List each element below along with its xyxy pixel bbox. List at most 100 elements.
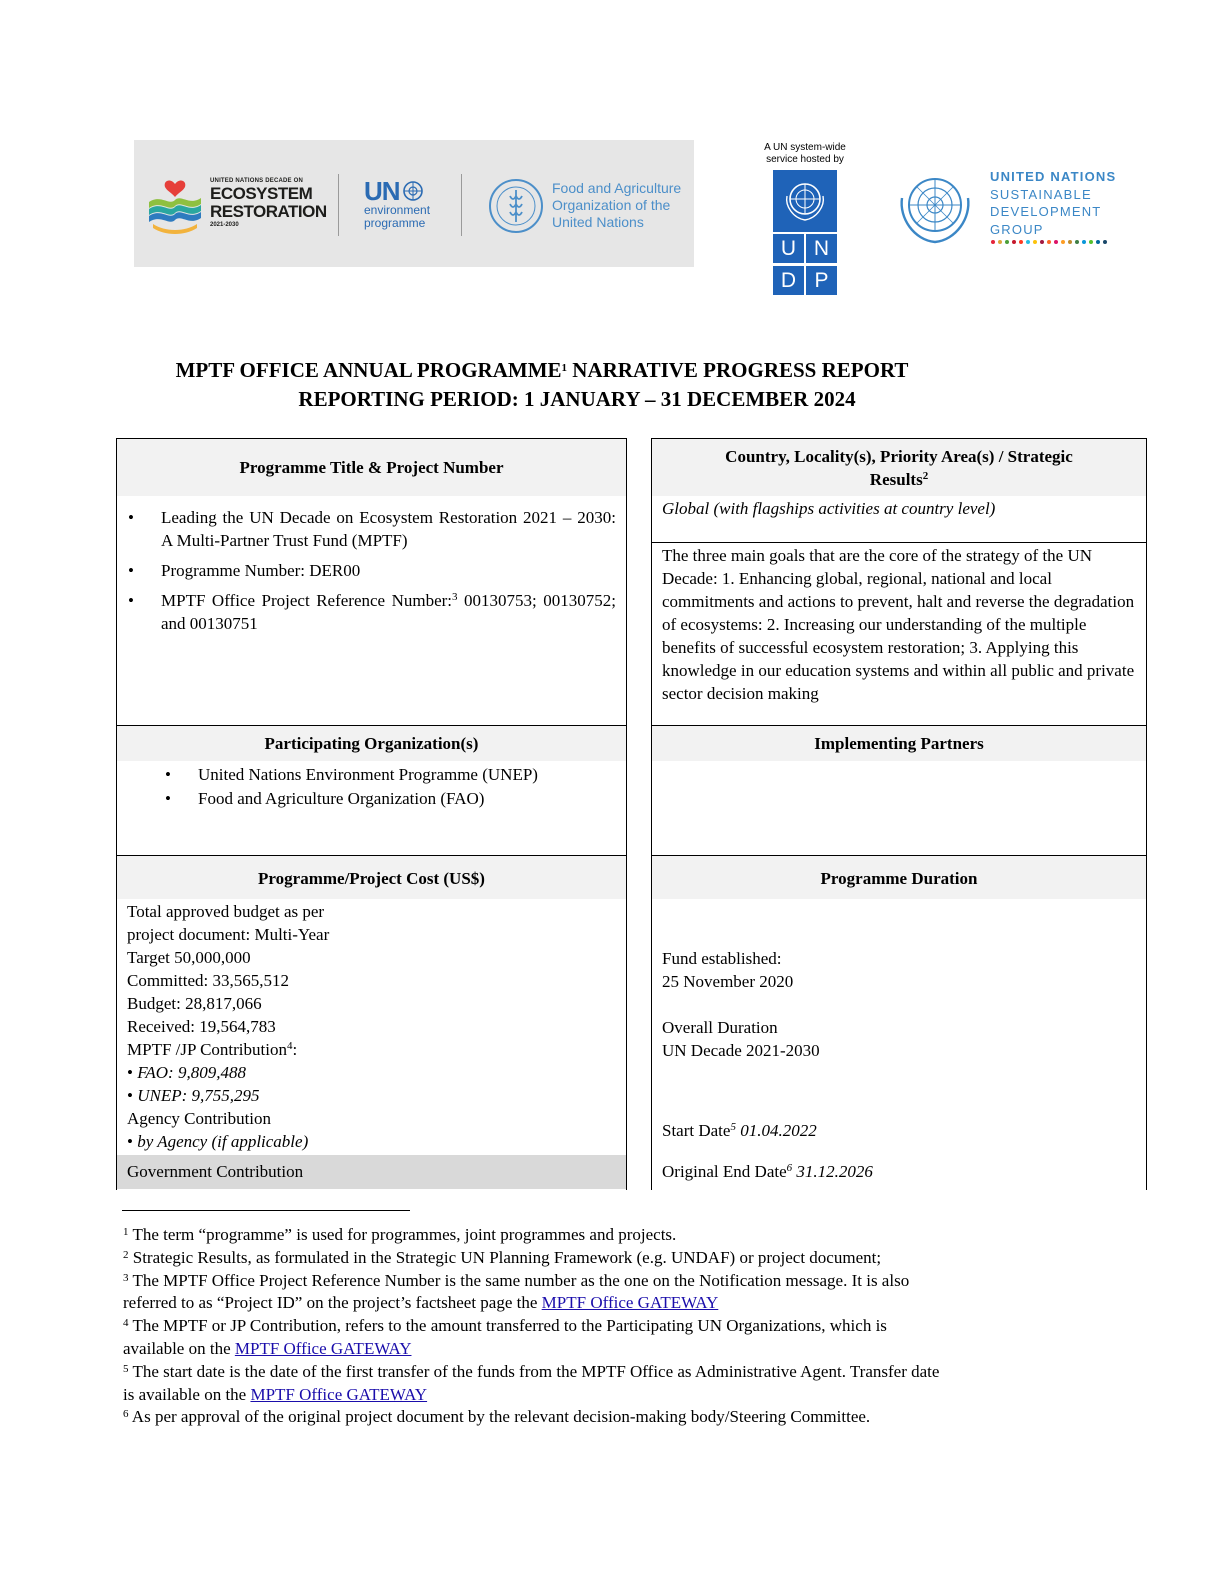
undp-caption-line2: service hosted by	[766, 154, 844, 165]
end-date-label: Original End Date	[662, 1162, 787, 1181]
un-emblem-icon	[900, 178, 970, 244]
programme-title-value: Leading the UN Decade on Ecosystem Resto…	[161, 508, 616, 550]
report-title-text: MPTF OFFICE ANNUAL PROGRAMME	[175, 358, 562, 382]
footnote-ref[interactable]: 2	[922, 470, 929, 482]
end-date-row: Original End Date6 31.12.2026	[662, 1160, 1142, 1183]
report-title-line1: MPTF OFFICE ANNUAL PROGRAMME1 NARRATIVE …	[0, 356, 1084, 385]
list-item: •Leading the UN Decade on Ecosystem Rest…	[128, 508, 616, 550]
undp-caption-line1: A UN system-wide	[764, 142, 846, 153]
footnote-text: referred to as “Project ID” on the proje…	[123, 1293, 542, 1313]
footnote-ref[interactable]: 4	[286, 1040, 293, 1052]
ecosystem-logo-line2: ECOSYSTEM	[210, 184, 313, 203]
sdg-dot	[1026, 240, 1030, 244]
report-title-line2: REPORTING PERIOD: 1 JANUARY – 31 DECEMBE…	[0, 385, 1154, 414]
footnote-text: The MPTF Office Project Reference Number…	[128, 1270, 910, 1290]
country-header-line1: Country, Locality(s), Priority Area(s) /…	[725, 447, 1073, 466]
footnote-text: As per approval of the original project …	[128, 1407, 871, 1427]
start-date-row: Start Date5 01.04.2022	[662, 1119, 1142, 1142]
cost-by-agency: • by Agency (if applicable)	[127, 1132, 309, 1151]
programme-duration-details: Fund established: 25 November 2020 Overa…	[662, 947, 1142, 1062]
logo-divider	[338, 174, 339, 236]
row-divider	[652, 855, 1146, 856]
mptf-gateway-link[interactable]: MPTF Office GATEWAY	[234, 1338, 412, 1358]
sdg-dot	[1103, 240, 1107, 244]
fund-established-label: Fund established:	[662, 949, 782, 968]
list-item: •Programme Number: DER00	[128, 561, 361, 580]
country-header-results: Results	[869, 470, 923, 489]
footnote-text: Strategic Results, as formulated in the …	[128, 1247, 882, 1267]
footnote-ref[interactable]: 3	[452, 591, 458, 603]
list-item: •United Nations Environment Programme (U…	[165, 765, 538, 784]
fao-wordmark: Food and Agriculture Organization of the…	[552, 180, 681, 231]
footnote-5: 5 The start date is the date of the firs…	[123, 1361, 1083, 1384]
undp-letter-p: P	[806, 266, 837, 295]
sdg-dot	[1019, 240, 1023, 244]
sdg-dot	[1082, 240, 1086, 244]
footnote-ref[interactable]: 6	[786, 1162, 793, 1174]
footnote-text: available on the	[123, 1338, 235, 1358]
footnote-text: The MPTF or JP Contribution, refers to t…	[128, 1316, 887, 1336]
reporting-period: REPORTING PERIOD: 1 JANUARY – 31 DECEMBE…	[298, 387, 856, 411]
footnote-number: 5	[123, 1362, 129, 1375]
fund-established-value: 25 November 2020	[662, 972, 794, 991]
mptf-gateway-link[interactable]: MPTF Office GATEWAY	[250, 1384, 428, 1404]
fao-emblem-icon	[489, 179, 543, 233]
country-value: Global (with flagships activities at cou…	[662, 499, 996, 518]
list-item: •MPTF Office Project Reference Number:3 …	[128, 591, 616, 633]
footnote-number: 1	[123, 1226, 129, 1238]
ecosystem-logo-line1: UNITED NATIONS DECADE ON	[210, 178, 304, 184]
country-header-line2: Results2	[652, 468, 1146, 491]
agency-contribution-label: Agency Contribution	[127, 1109, 272, 1128]
footnote-number: 2	[123, 1248, 129, 1261]
footnote-ref[interactable]: 5	[730, 1121, 736, 1133]
contribution-label-text: MPTF /JP Contribution	[127, 1040, 287, 1059]
cost-target: Target 50,000,000	[127, 948, 251, 967]
footnote-ref[interactable]: 1	[561, 362, 568, 374]
sdg-dot	[1005, 240, 1009, 244]
programme-title-list: •Leading the UN Decade on Ecosystem Rest…	[128, 506, 616, 635]
contribution-label-colon: :	[292, 1040, 298, 1059]
reference-number-label: MPTF Office Project Reference Number:	[161, 591, 453, 610]
cost-contribution-label: MPTF /JP Contribution4:	[127, 1038, 617, 1061]
country-locality-header: Country, Locality(s), Priority Area(s) /…	[652, 439, 1146, 496]
cost-committed: Committed: 33,565,512	[127, 971, 289, 990]
sdg-dot	[1089, 240, 1093, 244]
sdg-dot	[1054, 240, 1058, 244]
programme-title-header-text: Programme Title & Project Number	[239, 458, 504, 477]
footnote-4: 4 The MPTF or JP Contribution, refers to…	[123, 1315, 1083, 1338]
sdg-color-dots	[991, 240, 1107, 244]
row-divider	[117, 855, 626, 856]
overall-duration-label: Overall Duration	[662, 1018, 778, 1037]
reference-number-value: 00130753; 00130752; and 00130751	[161, 591, 616, 633]
logo-divider	[461, 174, 462, 236]
cost-unep: • UNEP: 9,755,295	[127, 1086, 260, 1105]
un-emblem-icon	[786, 183, 824, 221]
report-title-text-rest: NARRATIVE PROGRESS REPORT	[567, 358, 909, 382]
sdg-dot	[1061, 240, 1065, 244]
unep-logo-un: UN	[364, 176, 401, 206]
footnote-6: 6 As per approval of the original projec…	[123, 1406, 1083, 1429]
undp-letter-n: N	[806, 234, 837, 263]
footnote-separator	[122, 1210, 410, 1211]
cost-fao-value: FAO: 9,809,488	[137, 1063, 246, 1082]
government-contribution-label: Government Contribution	[127, 1162, 304, 1181]
programme-duration-header-text: Programme Duration	[820, 869, 978, 888]
ecosystem-restoration-wordmark: UNITED NATIONS DECADE ON ECOSYSTEM RESTO…	[210, 178, 327, 228]
strategic-results-text: The three main goals that are the core o…	[662, 546, 1135, 703]
programme-cost-header: Programme/Project Cost (US$)	[117, 856, 626, 899]
footnote-number: 4	[123, 1317, 129, 1330]
by-agency-value: by Agency (if applicable)	[137, 1132, 309, 1151]
list-item: •Food and Agriculture Organization (FAO)	[165, 789, 485, 808]
participating-organizations-header: Participating Organization(s)	[117, 726, 626, 761]
footnote-5-cont: is available on the MPTF Office GATEWAY	[123, 1384, 1083, 1407]
programme-cost-header-text: Programme/Project Cost (US$)	[258, 869, 485, 888]
unsdg-logo-line1: UNITED NATIONS	[990, 169, 1117, 184]
fao-logo-line2: Organization of the	[552, 197, 671, 213]
footnote-1: 1 The term “programme” is used for progr…	[123, 1224, 1083, 1247]
undp-letter-u: U	[773, 234, 804, 263]
sdg-dot	[1047, 240, 1051, 244]
footnote-3: 3 The MPTF Office Project Reference Numb…	[123, 1270, 1083, 1293]
unsdg-logo-line4: GROUP	[990, 221, 1044, 237]
mptf-gateway-link[interactable]: MPTF Office GATEWAY	[541, 1293, 719, 1313]
undp-letter-d: D	[773, 266, 804, 295]
